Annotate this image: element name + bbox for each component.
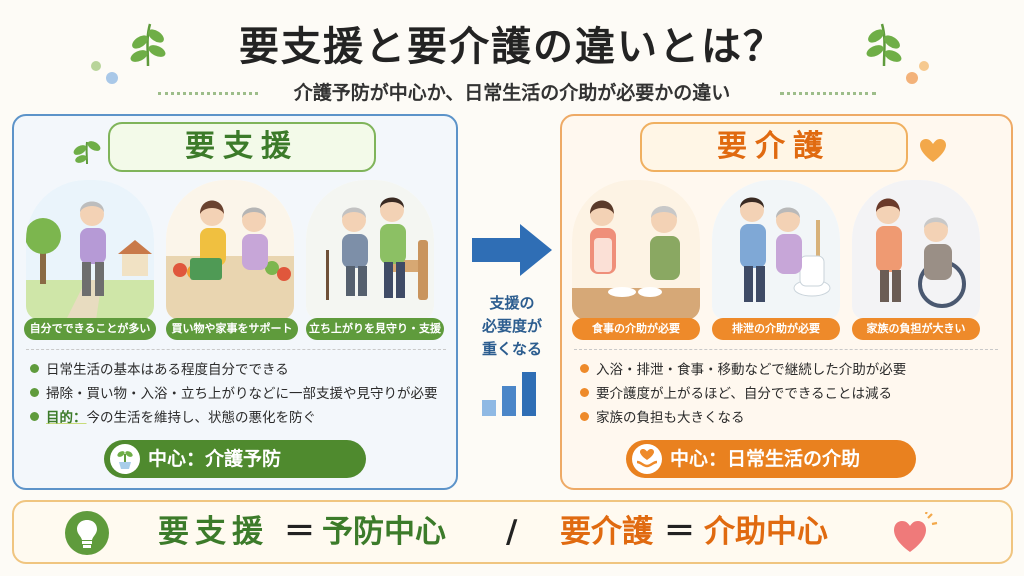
heart-icon-small [918,138,948,168]
care-heading: 要介護 [640,122,908,172]
illustration-shopping-support [166,180,294,320]
goal-label: 目的： [46,410,87,426]
illustration-standing-support [306,180,434,320]
support-bullet-1: 日常生活の基本はある程度自分でできる [30,360,289,380]
summary-equals-1: ＝ [284,514,315,550]
page-subtitle: 介護予防が中心か、日常生活の介助が必要かの違い [293,82,731,104]
support-focus-label: 中心：介護予防 [148,448,282,470]
severity-line-3: 重くなる [481,340,542,358]
care-bullet-3: 家族の負担も大きくなる [580,408,745,428]
dot-decoration-right [898,58,932,86]
heart-hands-icon [632,444,662,474]
support-focus-pill: 中心：介護予防 [104,440,366,478]
arrow-right-icon [470,222,554,282]
severity-increase-label: 支援の 必要度が 重くなる [468,292,556,361]
caption-independent: 自分でできることが多い [24,318,156,340]
subtitle-divider-right [780,92,876,95]
support-divider [26,349,446,350]
care-bullet-1: 入浴・排泄・食事・移動などで継続した介助が必要 [580,360,906,380]
severity-line-1: 支援の [489,294,535,312]
support-bullet-2: 掃除・買い物・入浴・立ち上がりなどに一部支援や見守りが必要 [30,384,438,404]
caption-shopping: 買い物や家事をサポート [166,318,298,340]
summary-separator: / [506,514,518,550]
dot-decoration-left [90,60,124,86]
sprout-icon [70,136,104,166]
care-focus-label: 中心：日常生活の介助 [670,448,861,470]
caption-meal: 食事の介助が必要 [572,318,700,340]
leaf-left-icon [126,20,170,68]
illustration-family-burden [852,180,980,320]
goal-text: 今の生活を維持し、状態の悪化を防ぐ [86,410,317,426]
care-divider [574,349,998,350]
summary-care-term: 要介護 [560,514,653,550]
severity-line-2: 必要度が [481,317,542,335]
lightbulb-icon [64,510,110,560]
illustration-toilet-assist [712,180,840,320]
seedling-pot-icon [110,444,140,474]
page-title: 要支援と要介護の違いとは？ [239,24,785,70]
caption-standing: 立ち上がりを見守り・支援 [306,318,444,340]
leaf-right-icon [862,20,906,68]
support-goal: 目的：今の生活を維持し、状態の悪化を防ぐ [30,408,316,428]
heart-icon [890,509,938,560]
summary-care-value: 介助中心 [704,514,828,550]
summary-support-value: 予防中心 [322,514,446,550]
illustration-meal-assist [572,180,700,320]
care-focus-pill: 中心：日常生活の介助 [626,440,916,478]
rising-bars-icon [480,368,544,422]
caption-toilet: 排泄の介助が必要 [712,318,840,340]
summary-support-term: 要支援 [158,514,269,550]
care-bullet-2: 要介護度が上がるほど、自分でできることは減る [580,384,892,404]
summary-equals-2: ＝ [664,514,695,550]
illustration-walking-elder [26,180,154,320]
support-heading: 要支援 [108,122,376,172]
caption-family: 家族の負担が大きい [852,318,980,340]
summary-banner [12,500,1013,564]
subtitle-divider-left [158,92,258,95]
